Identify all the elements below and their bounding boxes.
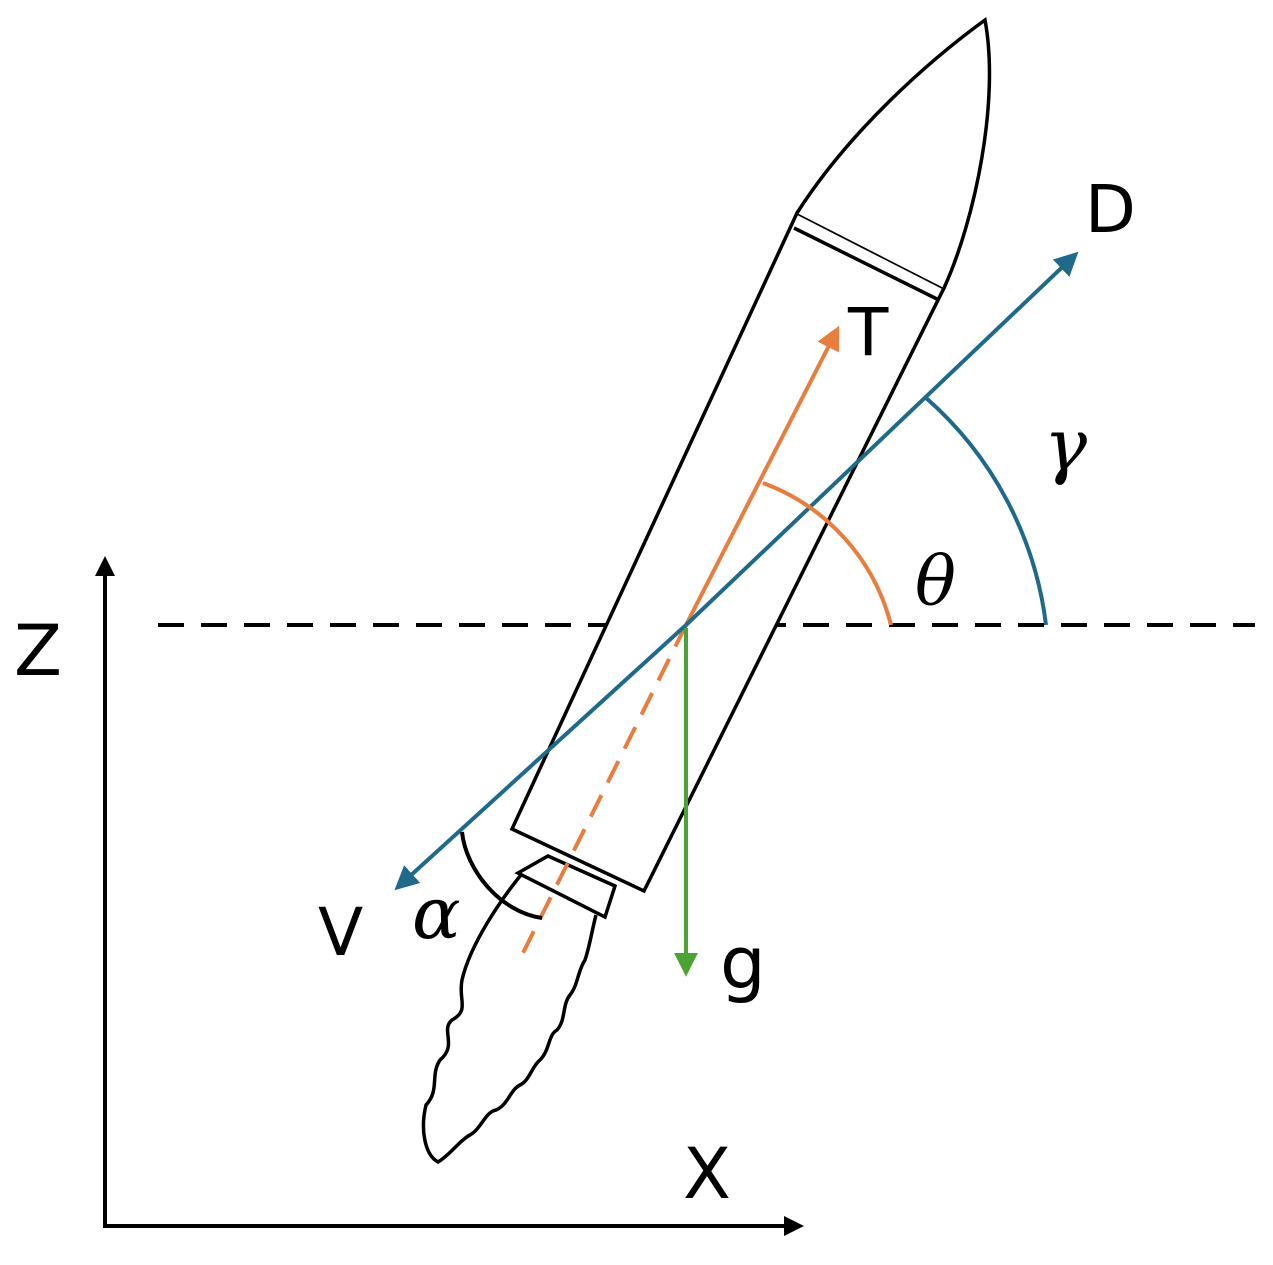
thrust-label: T xyxy=(847,294,889,371)
theta-label: θ xyxy=(915,543,956,622)
exhaust-flame xyxy=(421,868,598,1165)
rocket-nozzle xyxy=(514,854,618,920)
alpha-angle-arc xyxy=(460,831,543,920)
drag-label: D xyxy=(1085,171,1136,248)
gravity-label: g xyxy=(720,921,766,1005)
drag-vector xyxy=(684,251,1079,627)
nose-band-line xyxy=(793,226,940,302)
gamma-label: γ xyxy=(1044,403,1088,487)
alpha-label: α xyxy=(412,871,461,955)
x-axis-label: X xyxy=(683,1133,731,1215)
velocity-vector xyxy=(394,623,688,891)
body-axis-dashed xyxy=(520,624,688,956)
rocket-nose-cone xyxy=(795,16,992,289)
velocity-label: V xyxy=(318,894,363,971)
gamma-angle-arc xyxy=(923,395,1048,626)
thrust-vector xyxy=(684,325,840,626)
theta-angle-arc xyxy=(762,481,893,626)
z-axis-label: Z xyxy=(14,610,62,692)
